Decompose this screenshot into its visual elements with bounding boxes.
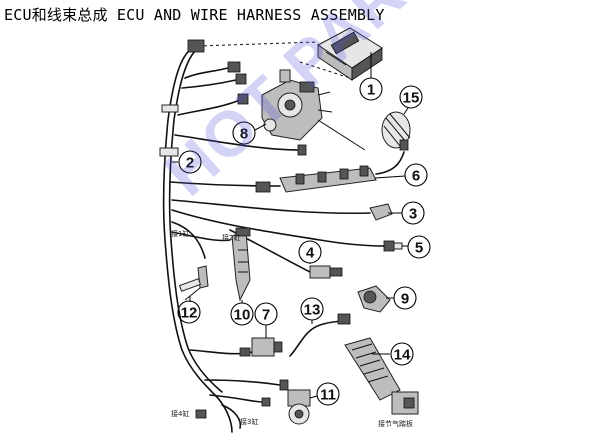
branch-upper-3 (177, 99, 241, 116)
svg-text:1: 1 (367, 82, 375, 99)
svg-text:2: 2 (186, 155, 194, 172)
tag-cylinder-4: 接4缸 (171, 409, 189, 418)
connector-upper-2 (235, 73, 247, 85)
injector-10 (231, 227, 251, 302)
branch-injector (171, 231, 231, 242)
sensor-3 (369, 203, 393, 221)
callout-1: 1 (359, 52, 383, 101)
diagram-title: ECU和线束总成 ECU AND WIRE HARNESS ASSEMBLY (4, 6, 385, 24)
connector-upper-1 (227, 61, 241, 73)
accelerator-pedal-14 (344, 337, 419, 415)
egr-valve-11 (279, 379, 311, 425)
ecu-unit (317, 27, 383, 81)
svg-text:14: 14 (394, 347, 411, 364)
callout-8: 8 (232, 121, 267, 145)
sensor-5 (383, 240, 403, 252)
pump-leader (317, 119, 366, 151)
callout-3: 3 (388, 201, 425, 225)
branch-sensor-5 (171, 209, 385, 247)
connector-upper-3 (237, 93, 249, 105)
branch-part-11 (204, 379, 281, 386)
callout-12: 12 (177, 296, 201, 324)
callout-2: 2 (172, 150, 202, 174)
rail-pressure-sensor (381, 111, 411, 151)
connector-13 (337, 313, 351, 325)
ecu-dash-line-b (299, 61, 351, 79)
callout-5: 5 (402, 235, 431, 259)
svg-text:5: 5 (415, 240, 423, 257)
svg-text:11: 11 (320, 387, 336, 404)
callout-6: 6 (374, 163, 428, 187)
svg-text:15: 15 (403, 90, 420, 107)
callout-14: 14 (372, 342, 414, 366)
wire-13 (289, 319, 347, 357)
branch-lower-2 (221, 404, 242, 429)
branch-pump (174, 134, 301, 151)
callout-9: 9 (386, 286, 417, 310)
sensor-9 (357, 285, 391, 313)
svg-text:12: 12 (181, 305, 198, 322)
branch-glow-1 (171, 221, 206, 259)
svg-text:8: 8 (240, 126, 248, 143)
svg-text:3: 3 (409, 206, 417, 223)
svg-text:9: 9 (401, 291, 409, 308)
ecu-dash-line-a (197, 41, 319, 47)
tag-pedal: 接节气踏板 (378, 419, 413, 428)
svg-text:7: 7 (262, 307, 270, 324)
rail-harness (169, 151, 405, 193)
tag-cylinder-3: 接3缸 (240, 417, 258, 426)
branch-upper-2 (181, 79, 237, 89)
glow-plug-12 (178, 265, 209, 301)
svg-text:13: 13 (304, 302, 321, 319)
tag-cylinder-2: 接2缸 (222, 233, 240, 242)
callout-13: 13 (300, 297, 324, 324)
svg-text:4: 4 (306, 245, 315, 262)
tag-cylinder-1: 接1缸 (171, 229, 189, 238)
callout-10: 10 (230, 300, 254, 326)
callout-7: 7 (254, 302, 278, 338)
sensor-4 (309, 265, 343, 279)
callout-11: 11 (309, 382, 340, 406)
branch-lower-1 (209, 394, 263, 403)
main-connector (187, 39, 205, 53)
branch-sensor-3 (171, 199, 371, 215)
svg-text:10: 10 (234, 307, 251, 324)
callout-4: 4 (298, 240, 322, 264)
fuel-pump (261, 69, 333, 141)
module-7 (239, 337, 283, 357)
branch-upper-1 (184, 67, 229, 79)
svg-text:6: 6 (412, 168, 420, 185)
callout-15: 15 (399, 85, 423, 115)
